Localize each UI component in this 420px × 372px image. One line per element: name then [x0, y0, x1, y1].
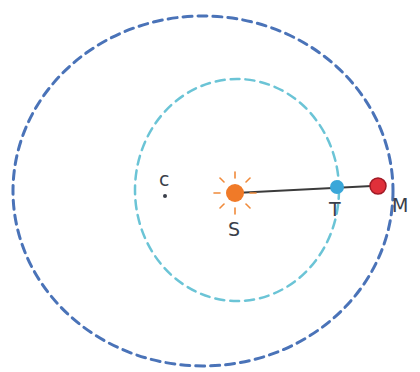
mars [370, 178, 386, 194]
earth-label: T [329, 200, 341, 219]
sun-mars-line [235, 186, 372, 193]
center-dot [163, 194, 167, 198]
sun [226, 184, 244, 202]
earth [330, 180, 344, 194]
sun-rays [214, 172, 256, 214]
outer-orbit [13, 16, 393, 366]
center-label: c [159, 170, 169, 189]
mars-label: M [392, 196, 408, 215]
sun-label: S [228, 220, 240, 239]
